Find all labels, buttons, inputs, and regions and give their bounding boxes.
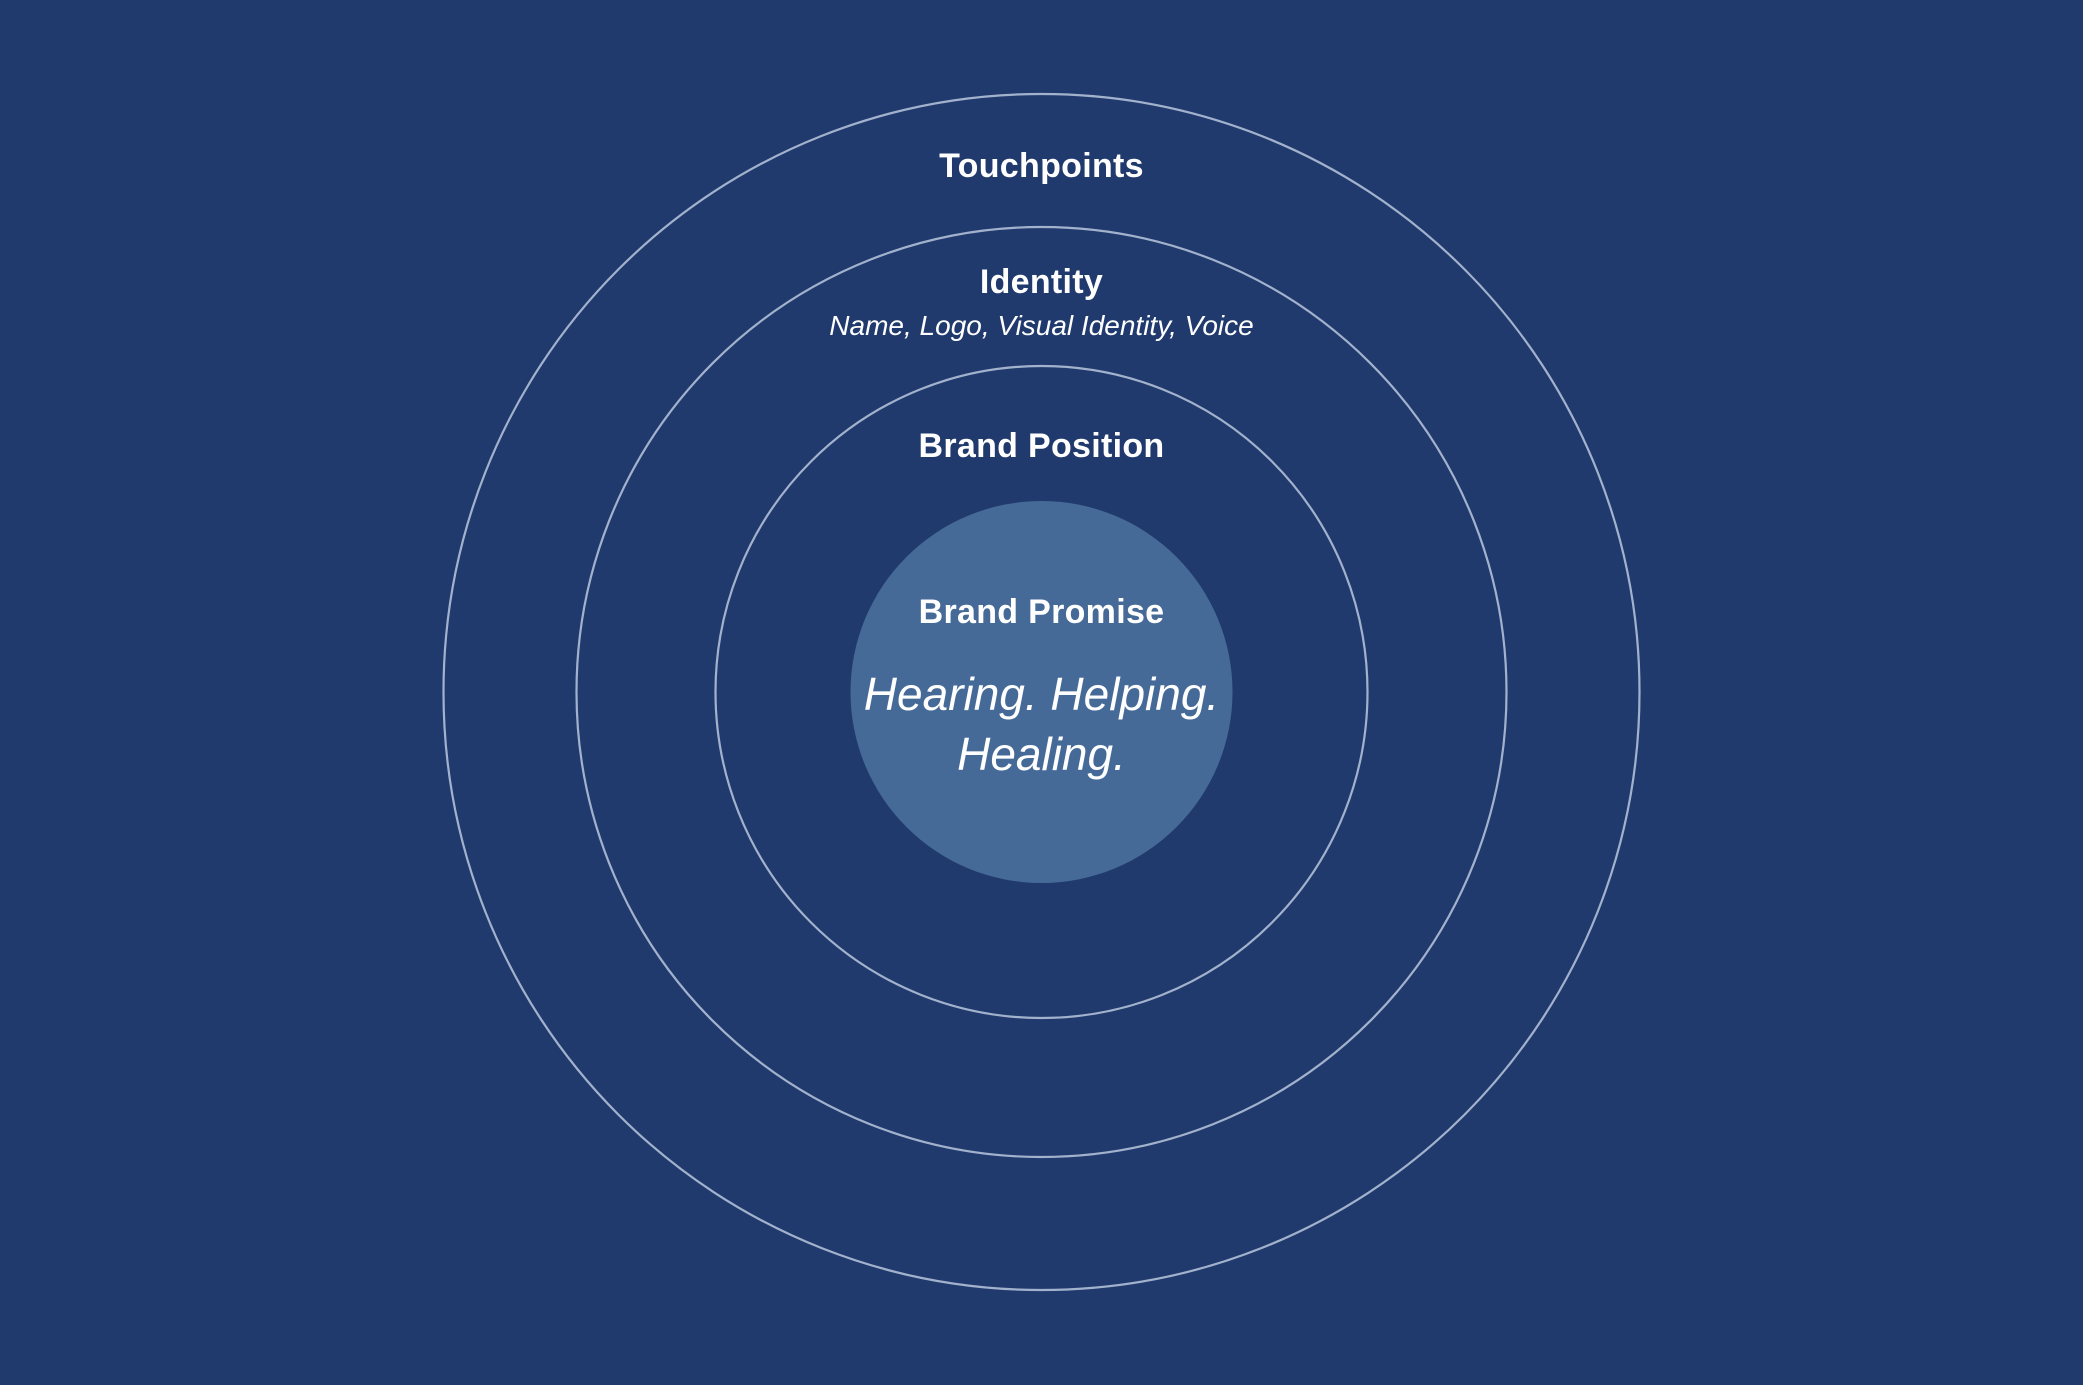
brand-position-label: Brand Position [918, 427, 1165, 465]
brand-promise-line-1: Hearing. Helping. [863, 668, 1220, 720]
touchpoints-label: Touchpoints [939, 147, 1144, 185]
brand-promise-label: Brand Promise [918, 593, 1165, 631]
identity-ring [575, 225, 1508, 1159]
brand-position-ring [714, 364, 1369, 1020]
touchpoints-ring [442, 92, 1641, 1292]
brand-promise-line-2: Healing. [957, 728, 1126, 780]
brand-promise-core [850, 501, 1233, 883]
identity-label: Identity [979, 263, 1104, 301]
identity-description: Name, Logo, Visual Identity, Voice [829, 310, 1254, 341]
